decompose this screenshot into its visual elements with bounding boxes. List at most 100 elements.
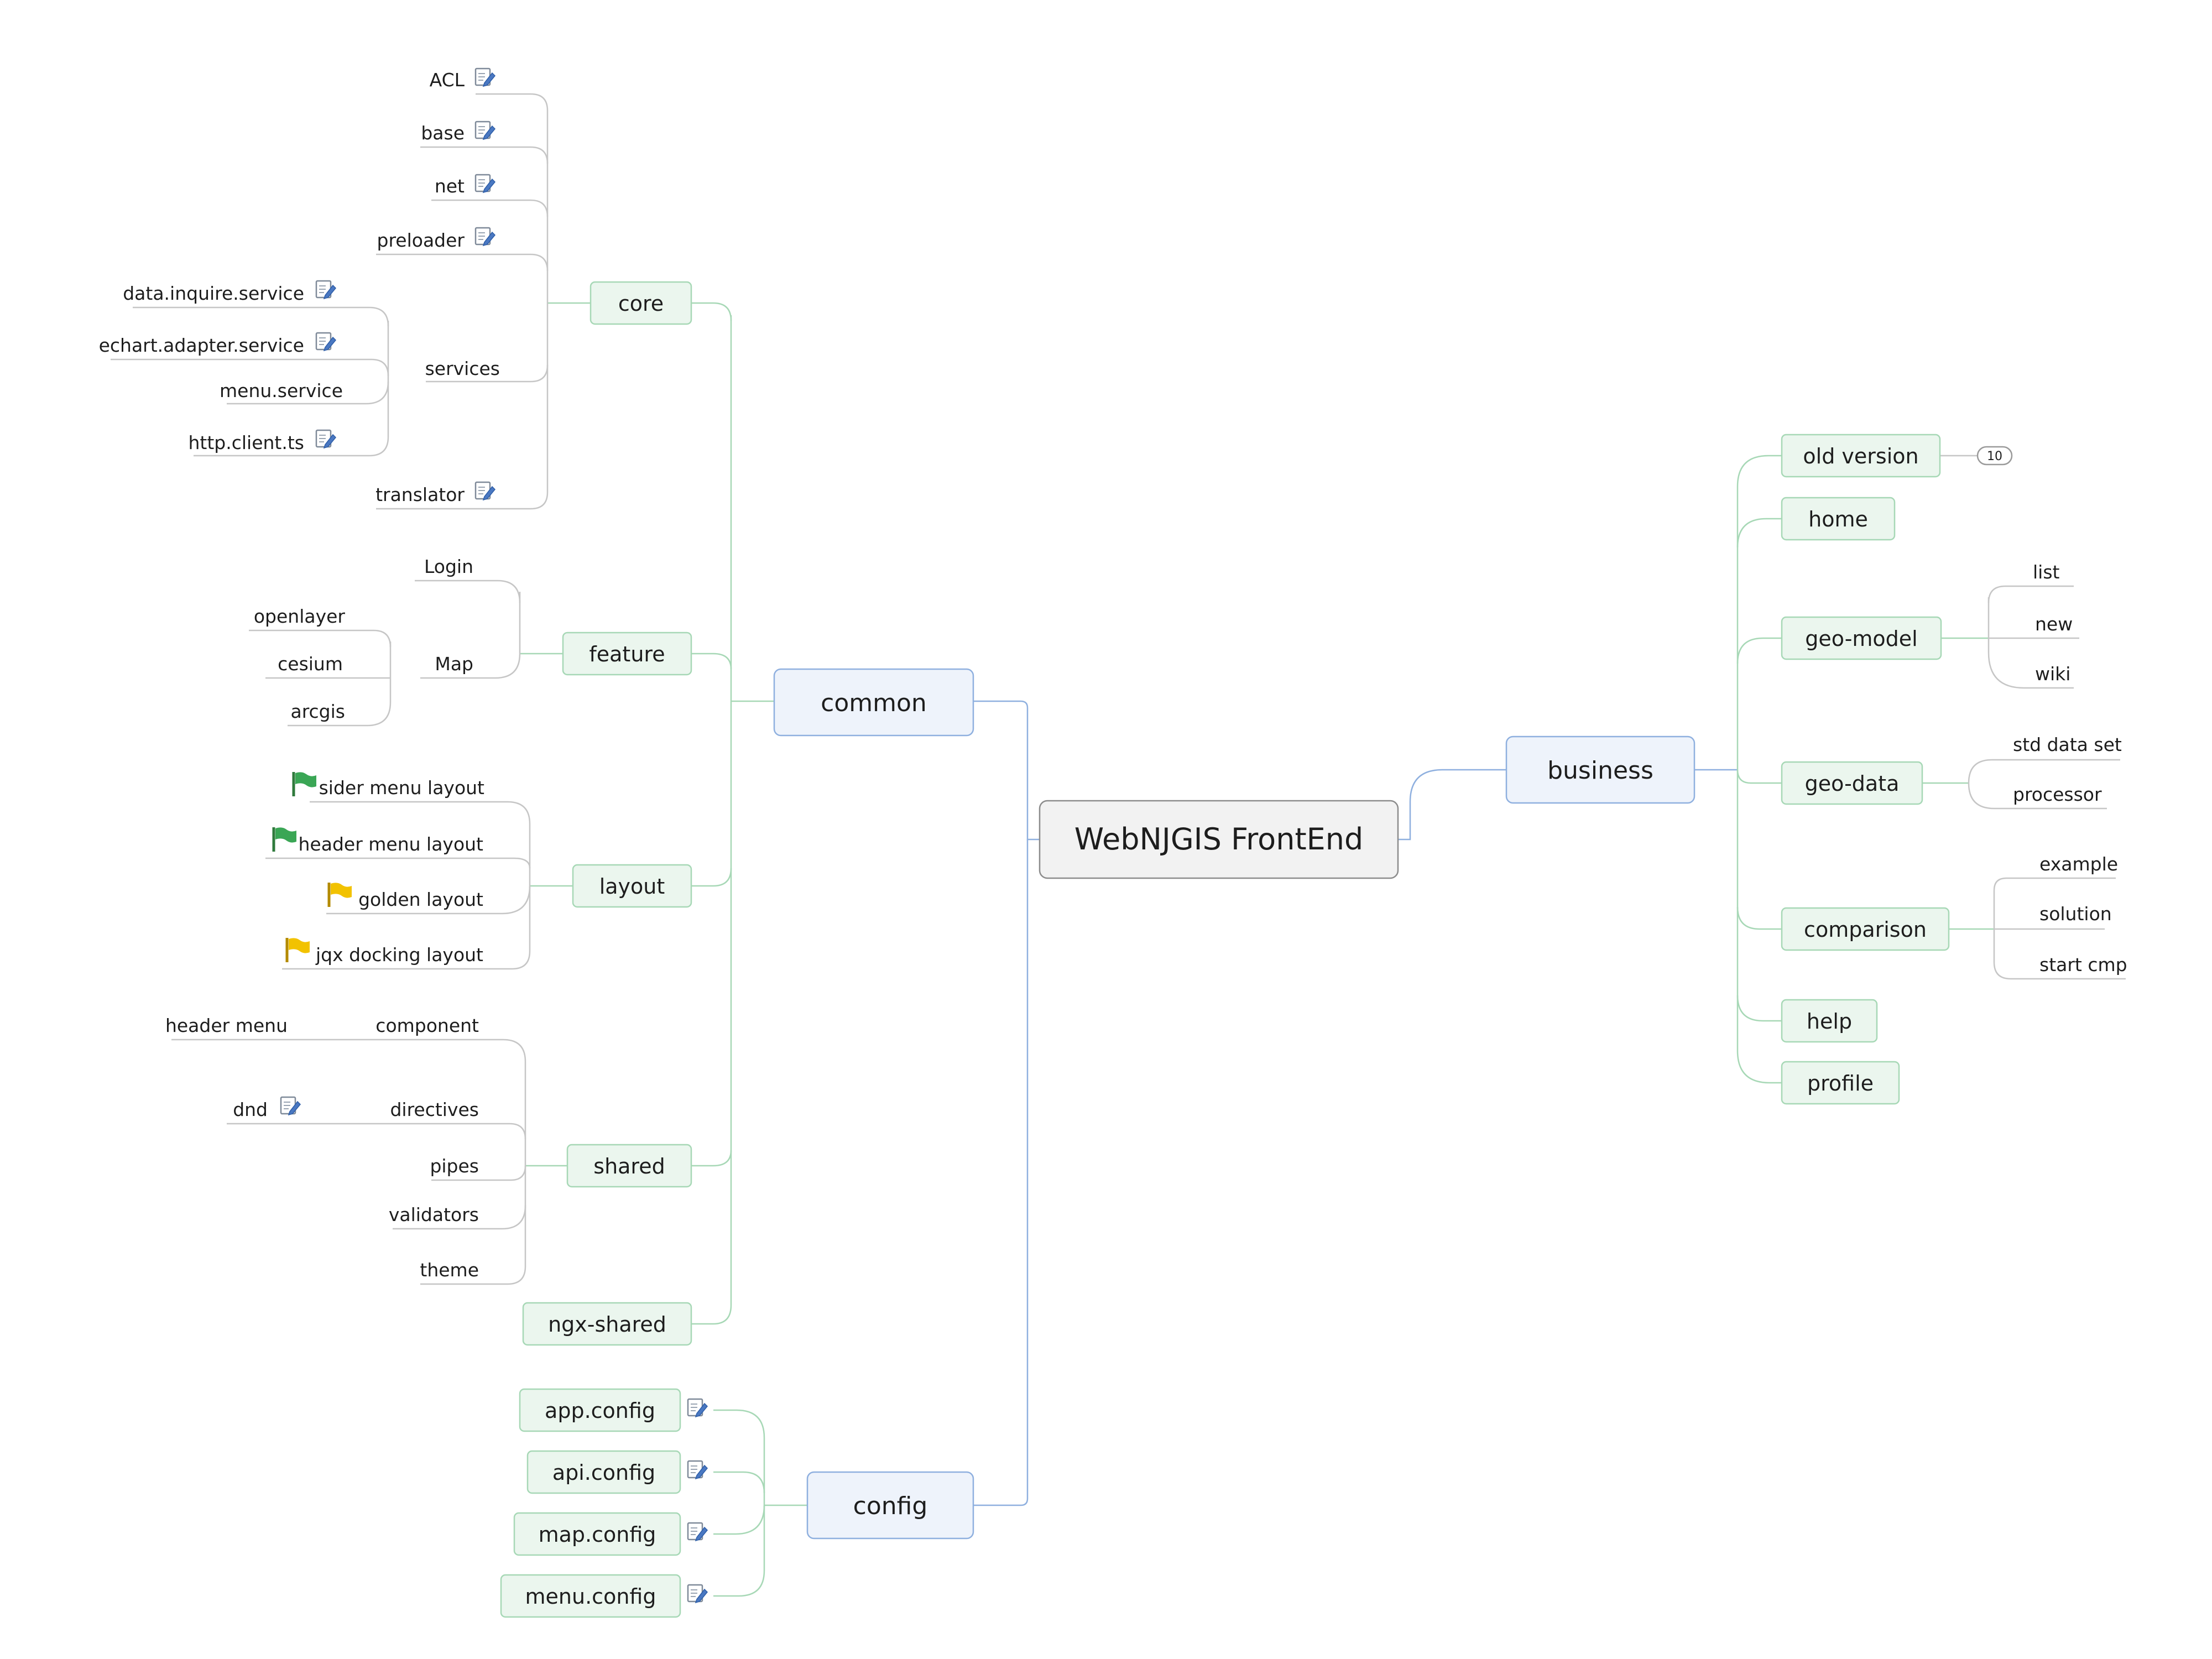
solution-node[interactable]: solution bbox=[2039, 903, 2112, 925]
common-node[interactable]: common bbox=[773, 668, 974, 737]
note-icon[interactable] bbox=[315, 332, 337, 352]
root-node[interactable]: WebNJGIS FrontEnd bbox=[1039, 800, 1399, 879]
config-label: config bbox=[853, 1492, 928, 1520]
theme-node[interactable]: theme bbox=[420, 1259, 479, 1281]
ngx-shared-node[interactable]: ngx-shared bbox=[522, 1302, 692, 1346]
validators-node[interactable]: validators bbox=[389, 1204, 479, 1225]
business-label: business bbox=[1547, 757, 1653, 785]
config-node[interactable]: config bbox=[806, 1471, 974, 1540]
layout-node[interactable]: layout bbox=[572, 864, 692, 908]
net-node[interactable]: net bbox=[435, 175, 465, 197]
help-node[interactable]: help bbox=[1781, 999, 1878, 1043]
green-flag-icon bbox=[274, 827, 296, 852]
data-inquire-service-node[interactable]: data.inquire.service bbox=[123, 283, 304, 304]
header-menu-node[interactable]: header menu bbox=[165, 1015, 288, 1036]
home-node[interactable]: home bbox=[1781, 497, 1896, 541]
layout-children: sider menu layout header menu layout gol… bbox=[274, 772, 484, 966]
openlayer-node[interactable]: openlayer bbox=[254, 606, 346, 627]
comparison-node[interactable]: comparison bbox=[1781, 907, 1950, 951]
yellow-flag-icon bbox=[329, 883, 352, 907]
note-icon[interactable] bbox=[474, 174, 496, 194]
green-flag-icon bbox=[294, 772, 316, 796]
jqx-docking-layout-node[interactable]: jqx docking layout bbox=[315, 944, 483, 966]
app-config-node[interactable]: app.config bbox=[519, 1388, 708, 1432]
note-icon[interactable] bbox=[687, 1460, 708, 1480]
sider-menu-layout-node[interactable]: sider menu layout bbox=[319, 777, 484, 799]
dnd-node[interactable]: dnd bbox=[233, 1099, 268, 1120]
http-client-node[interactable]: http.client.ts bbox=[189, 432, 305, 453]
processor-node[interactable]: processor bbox=[2013, 784, 2102, 805]
std-data-set-node[interactable]: std data set bbox=[2013, 734, 2122, 755]
geo-data-node[interactable]: geo-data bbox=[1781, 761, 1923, 805]
collapsed-count-badge[interactable]: 10 bbox=[1976, 446, 2013, 466]
acl-node[interactable]: ACL bbox=[430, 69, 465, 91]
cesium-node[interactable]: cesium bbox=[278, 653, 343, 675]
component-node[interactable]: component bbox=[375, 1015, 479, 1036]
app-config-label: app.config bbox=[545, 1399, 655, 1423]
preloader-node[interactable]: preloader bbox=[377, 229, 465, 251]
map-config-node[interactable]: map.config bbox=[513, 1512, 708, 1556]
start-cmp-node[interactable]: start cmp bbox=[2039, 954, 2127, 975]
menu-service-node[interactable]: menu.service bbox=[220, 380, 343, 401]
pipes-node[interactable]: pipes bbox=[430, 1155, 479, 1177]
menu-config-label: menu.config bbox=[525, 1584, 656, 1609]
shared-node[interactable]: shared bbox=[566, 1144, 692, 1188]
new-node[interactable]: new bbox=[2035, 613, 2073, 635]
note-icon[interactable] bbox=[474, 481, 496, 501]
example-node[interactable]: example bbox=[2039, 853, 2118, 875]
note-icon[interactable] bbox=[280, 1096, 301, 1116]
directives-node[interactable]: directives bbox=[390, 1099, 479, 1120]
list-node[interactable]: list bbox=[2033, 561, 2060, 583]
menu-config-node[interactable]: menu.config bbox=[500, 1574, 708, 1618]
map-node[interactable]: Map bbox=[435, 653, 473, 675]
core-node[interactable]: core bbox=[589, 281, 692, 325]
echart-adapter-service-node[interactable]: echart.adapter.service bbox=[99, 335, 304, 356]
connectors bbox=[111, 93, 2126, 1597]
business-node[interactable]: business bbox=[1505, 735, 1695, 804]
header-menu-layout-node[interactable]: header menu layout bbox=[299, 833, 484, 855]
note-icon[interactable] bbox=[474, 227, 496, 247]
note-icon[interactable] bbox=[687, 1398, 708, 1418]
note-icon[interactable] bbox=[687, 1584, 708, 1604]
services-node[interactable]: services bbox=[425, 358, 500, 379]
root-label: WebNJGIS FrontEnd bbox=[1074, 822, 1363, 857]
note-icon[interactable] bbox=[315, 280, 337, 300]
login-node[interactable]: Login bbox=[424, 556, 473, 577]
profile-label: profile bbox=[1807, 1071, 1874, 1095]
api-config-label: api.config bbox=[552, 1460, 655, 1485]
golden-layout-node[interactable]: golden layout bbox=[358, 889, 483, 910]
note-icon[interactable] bbox=[687, 1522, 708, 1542]
geo-data-label: geo-data bbox=[1805, 771, 1900, 796]
base-node[interactable]: base bbox=[421, 122, 465, 144]
layout-label: layout bbox=[599, 874, 665, 899]
shared-children: component header menu directives dnd pip… bbox=[165, 1015, 479, 1281]
note-icon[interactable] bbox=[474, 121, 496, 140]
note-icon[interactable] bbox=[474, 67, 496, 87]
common-label: common bbox=[821, 689, 927, 717]
arcgis-node[interactable]: arcgis bbox=[290, 701, 345, 722]
map-config-label: map.config bbox=[539, 1522, 656, 1547]
api-config-node[interactable]: api.config bbox=[526, 1450, 708, 1494]
old-version-label: old version bbox=[1803, 444, 1918, 468]
profile-node[interactable]: profile bbox=[1781, 1061, 1900, 1105]
yellow-flag-icon bbox=[287, 938, 310, 962]
collapsed-count: 10 bbox=[1987, 450, 2002, 463]
shared-label: shared bbox=[593, 1154, 665, 1178]
comparison-label: comparison bbox=[1804, 917, 1927, 942]
business-children: list new wiki std data set processor exa… bbox=[2013, 561, 2127, 975]
core-children: ACL base net preloader services translat… bbox=[99, 67, 500, 505]
core-label: core bbox=[618, 291, 664, 316]
translator-node[interactable]: translator bbox=[375, 484, 465, 505]
geo-model-label: geo-model bbox=[1805, 627, 1918, 651]
ngx-shared-label: ngx-shared bbox=[548, 1312, 666, 1337]
home-label: home bbox=[1808, 507, 1868, 531]
feature-node[interactable]: feature bbox=[562, 632, 692, 676]
feature-children: Login Map openlayer cesium arcgis bbox=[254, 556, 473, 722]
feature-label: feature bbox=[589, 642, 665, 666]
note-icon[interactable] bbox=[315, 429, 337, 449]
old-version-node[interactable]: old version bbox=[1781, 434, 1941, 478]
geo-model-node[interactable]: geo-model bbox=[1781, 616, 1942, 660]
help-label: help bbox=[1807, 1009, 1852, 1034]
wiki-node[interactable]: wiki bbox=[2035, 663, 2070, 685]
